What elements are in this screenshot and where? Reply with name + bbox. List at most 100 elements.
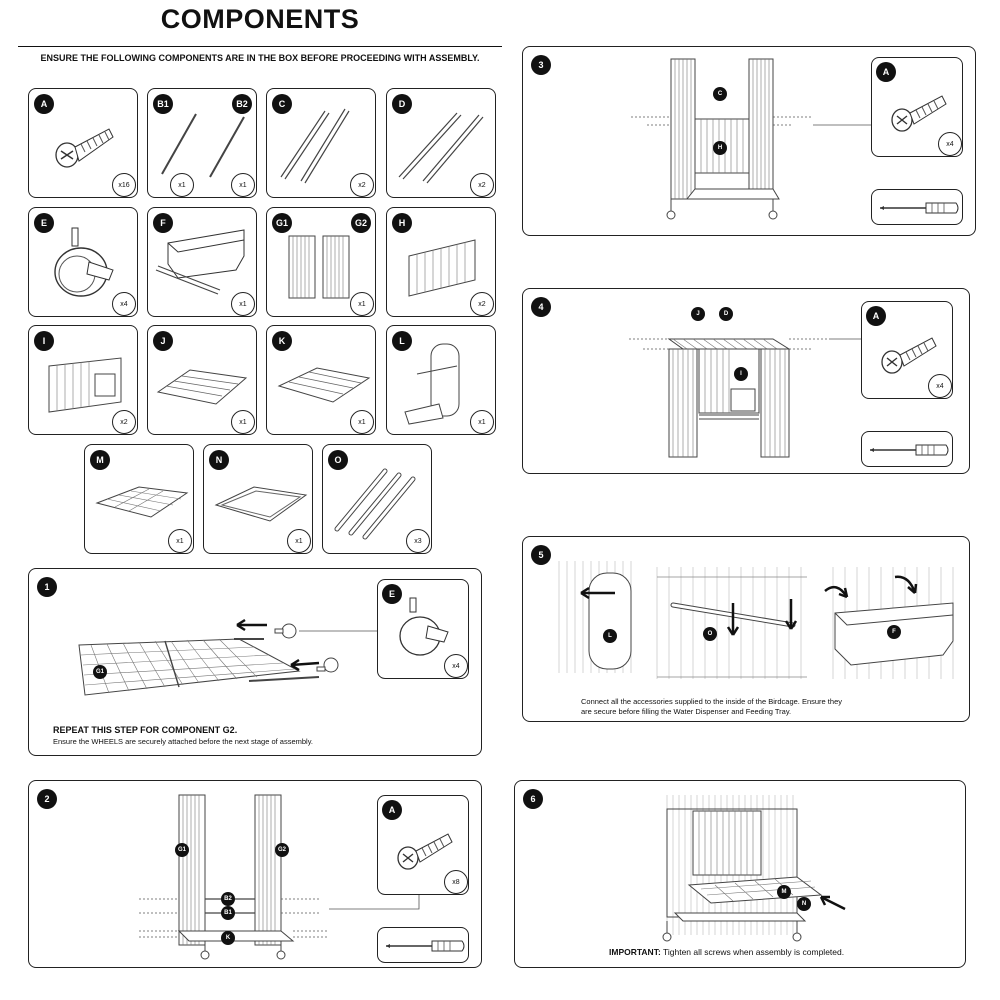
step-6-instruction-text: Tighten all screws when assembly is comp… (663, 947, 845, 957)
wheel-icon (54, 227, 114, 297)
perch-icon (334, 468, 416, 540)
component-letter: D (392, 94, 412, 114)
shelf-grill-icon (277, 367, 371, 403)
screwdriver-icon (870, 444, 949, 456)
step-2-panel: 2 G1 G2 B2 B1 K A x8 (28, 780, 482, 968)
bar-icon (280, 108, 350, 184)
part-label-f: F (887, 625, 901, 639)
component-card-d: D x2 (386, 88, 496, 198)
title-divider (18, 46, 502, 47)
quantity-badge: x1 (231, 410, 255, 434)
quantity-badge: x2 (112, 410, 136, 434)
component-letter: M (90, 450, 110, 470)
step-number: 1 (37, 577, 57, 597)
component-card-o: O x3 (322, 444, 432, 554)
screw-icon (397, 833, 453, 870)
quantity-badge: x1 (350, 410, 374, 434)
screw-icon (891, 95, 947, 132)
part-callout-a: A x4 (871, 57, 963, 157)
quantity-badge: x2 (470, 173, 494, 197)
rod-icon (161, 113, 245, 178)
part-callout-e: E x4 (377, 579, 469, 679)
component-card-g1-g2: G1 G2 x1 (266, 207, 376, 317)
step-5-instruction-line-2: are secure before filling the Water Disp… (581, 707, 792, 716)
component-letter: J (153, 331, 173, 351)
step-1-instruction-heading: REPEAT THIS STEP FOR COMPONENT G2. (53, 725, 238, 735)
quantity-badge: x8 (444, 870, 468, 894)
part-label-b1: B1 (221, 906, 235, 920)
step-3-illustration (631, 58, 871, 220)
part-label-h: H (713, 141, 727, 155)
part-label-i: I (734, 367, 748, 381)
component-letter: A (382, 800, 402, 820)
component-letter: A (876, 62, 896, 82)
quantity-badge: x1 (168, 529, 192, 553)
step-1-instruction: Ensure the WHEELS are securely attached … (53, 737, 313, 746)
roof-grill-icon (156, 369, 248, 405)
page-title: COMPONENTS (160, 4, 360, 34)
part-label-m: M (777, 885, 791, 899)
component-card-b1-b2: B1 B2 x1 x1 (147, 88, 257, 198)
part-callout-a: A x4 (861, 301, 953, 399)
step-6-instruction: IMPORTANT: Tighten all screws when assem… (609, 947, 844, 957)
part-label-g1: G1 (175, 843, 189, 857)
component-letter: B2 (232, 94, 252, 114)
component-card-k: K x1 (266, 325, 376, 435)
component-letter: L (392, 331, 412, 351)
component-card-m: M x1 (84, 444, 194, 554)
step-6-panel: 6 M N IMPORTANT: Tighten all screws when… (514, 780, 966, 968)
part-label-b2: B2 (221, 892, 235, 906)
quantity-badge: x1 (287, 529, 311, 553)
part-label-o: O (703, 627, 717, 641)
quantity-badge: x4 (938, 132, 962, 156)
component-letter: F (153, 213, 173, 233)
bar-icon (398, 112, 484, 184)
step-1-illustration (78, 618, 377, 696)
component-letter: G2 (351, 213, 371, 233)
step-5-illustration (558, 561, 954, 679)
quantity-badge: x4 (112, 292, 136, 316)
part-label-j: J (691, 307, 705, 321)
quantity-badge: x2 (350, 173, 374, 197)
quantity-badge: x4 (928, 374, 952, 398)
step-6-illustration (662, 795, 846, 942)
screwdriver-icon (880, 202, 959, 214)
component-letter: G1 (272, 213, 292, 233)
quantity-badge: x1 (231, 173, 255, 197)
component-card-c: C x2 (266, 88, 376, 198)
screw-icon (881, 337, 937, 374)
component-card-f: F x1 (147, 207, 257, 317)
quantity-badge: x1 (170, 173, 194, 197)
important-label: IMPORTANT: (609, 947, 661, 957)
component-letter: E (382, 584, 402, 604)
step-5-panel: 5 L O F Connect all the accessories supp… (522, 536, 970, 722)
component-card-i: I x2 (28, 325, 138, 435)
quantity-badge: x16 (112, 173, 136, 197)
screwdriver-callout (377, 927, 469, 963)
component-letter: H (392, 213, 412, 233)
component-letter: K (272, 331, 292, 351)
part-label-g2: G2 (275, 843, 289, 857)
wheel-icon (399, 597, 449, 656)
step-number: 3 (531, 55, 551, 75)
quantity-badge: x1 (350, 292, 374, 316)
step-3-panel: 3 C H A x4 (522, 46, 976, 236)
part-label-g1: G1 (93, 665, 107, 679)
part-label-c: C (713, 87, 727, 101)
quantity-badge: x4 (444, 654, 468, 678)
page-subtitle: ENSURE THE FOLLOWING COMPONENTS ARE IN T… (40, 53, 480, 63)
component-letter: A (34, 94, 54, 114)
component-letter: C (272, 94, 292, 114)
step-4-illustration (629, 338, 861, 458)
component-letter: B1 (153, 94, 173, 114)
front-panel-icon (408, 239, 476, 297)
part-label-k: K (221, 931, 235, 945)
quantity-badge: x3 (406, 529, 430, 553)
door-panel-icon (48, 357, 122, 413)
screw-icon (55, 128, 114, 168)
part-label-n: N (797, 897, 811, 911)
step-number: 6 (523, 789, 543, 809)
side-panel-icon (288, 235, 350, 299)
screwdriver-icon (386, 940, 465, 952)
component-letter: N (209, 450, 229, 470)
